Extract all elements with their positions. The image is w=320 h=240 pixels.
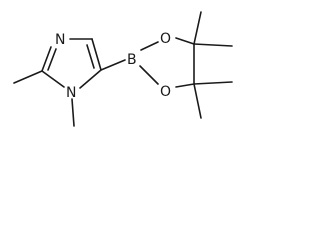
bond-c5-b	[100, 59, 126, 71]
bond-top-methyl-up	[193, 11, 202, 45]
bond-b-o-top	[140, 41, 159, 51]
bond-o-top-c	[175, 37, 195, 45]
imidazole-ring	[41, 38, 102, 89]
bond-bottom-methyl-down	[193, 83, 202, 119]
bond-b-o-bottom	[139, 65, 159, 85]
bond-n1-methyl	[71, 98, 75, 127]
bond-c4-c5	[91, 38, 102, 71]
dioxaborolane-ring	[139, 37, 195, 88]
bond-c2-n3-double	[47, 48, 57, 71]
bond-n1-c2	[41, 70, 65, 88]
pinacol-methyls	[193, 11, 233, 119]
methyl-groups	[13, 70, 75, 127]
bond-bottom-methyl-right	[193, 81, 233, 85]
atom-label-methyl-nitrogen: N	[66, 85, 76, 101]
bond-o-bottom-c	[175, 83, 195, 88]
atom-label-boron: B	[127, 52, 137, 68]
bond-c4-c5-double	[86, 44, 95, 69]
atom-label-oxygen-top: O	[160, 31, 171, 47]
bond-c2-n3	[41, 46, 52, 72]
atom-label-oxygen-bottom: O	[160, 84, 171, 100]
atom-label-imine-nitrogen: N	[55, 32, 65, 48]
bond-c2-methyl	[13, 70, 43, 84]
bond-c5-n1	[79, 69, 102, 89]
bond-top-methyl-right	[193, 43, 233, 47]
chemical-structure-diagram: N N B O O	[13, 11, 233, 127]
